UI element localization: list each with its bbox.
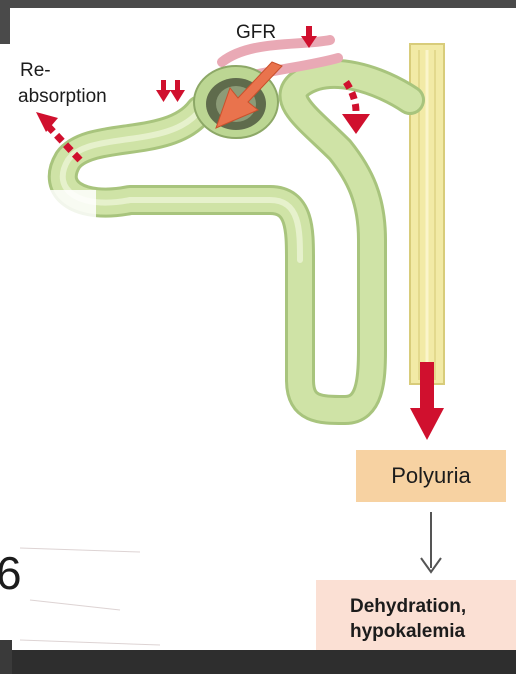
reabsorption-double-arrow-icon xyxy=(156,80,185,102)
bottom-left-frame-strip xyxy=(0,640,12,674)
outcome-label-line1: Dehydration, xyxy=(350,594,516,619)
outcome-label-line2: hypokalemia xyxy=(350,619,516,644)
cropped-glyph: 6 xyxy=(0,546,22,600)
reabsorption-label-line1: Re- xyxy=(20,60,51,82)
white-overlay-patch xyxy=(6,190,96,300)
bottom-frame-bar xyxy=(0,650,516,674)
gfr-label: GFR xyxy=(236,22,276,44)
outcome-box: Dehydration, hypokalemia xyxy=(316,580,516,654)
reabsorption-label-line2: absorption xyxy=(18,86,107,108)
gray-down-arrow-icon xyxy=(421,512,441,572)
polyuria-box: Polyuria xyxy=(356,450,506,502)
polyuria-label: Polyuria xyxy=(391,463,470,489)
scan-noise xyxy=(20,548,160,645)
